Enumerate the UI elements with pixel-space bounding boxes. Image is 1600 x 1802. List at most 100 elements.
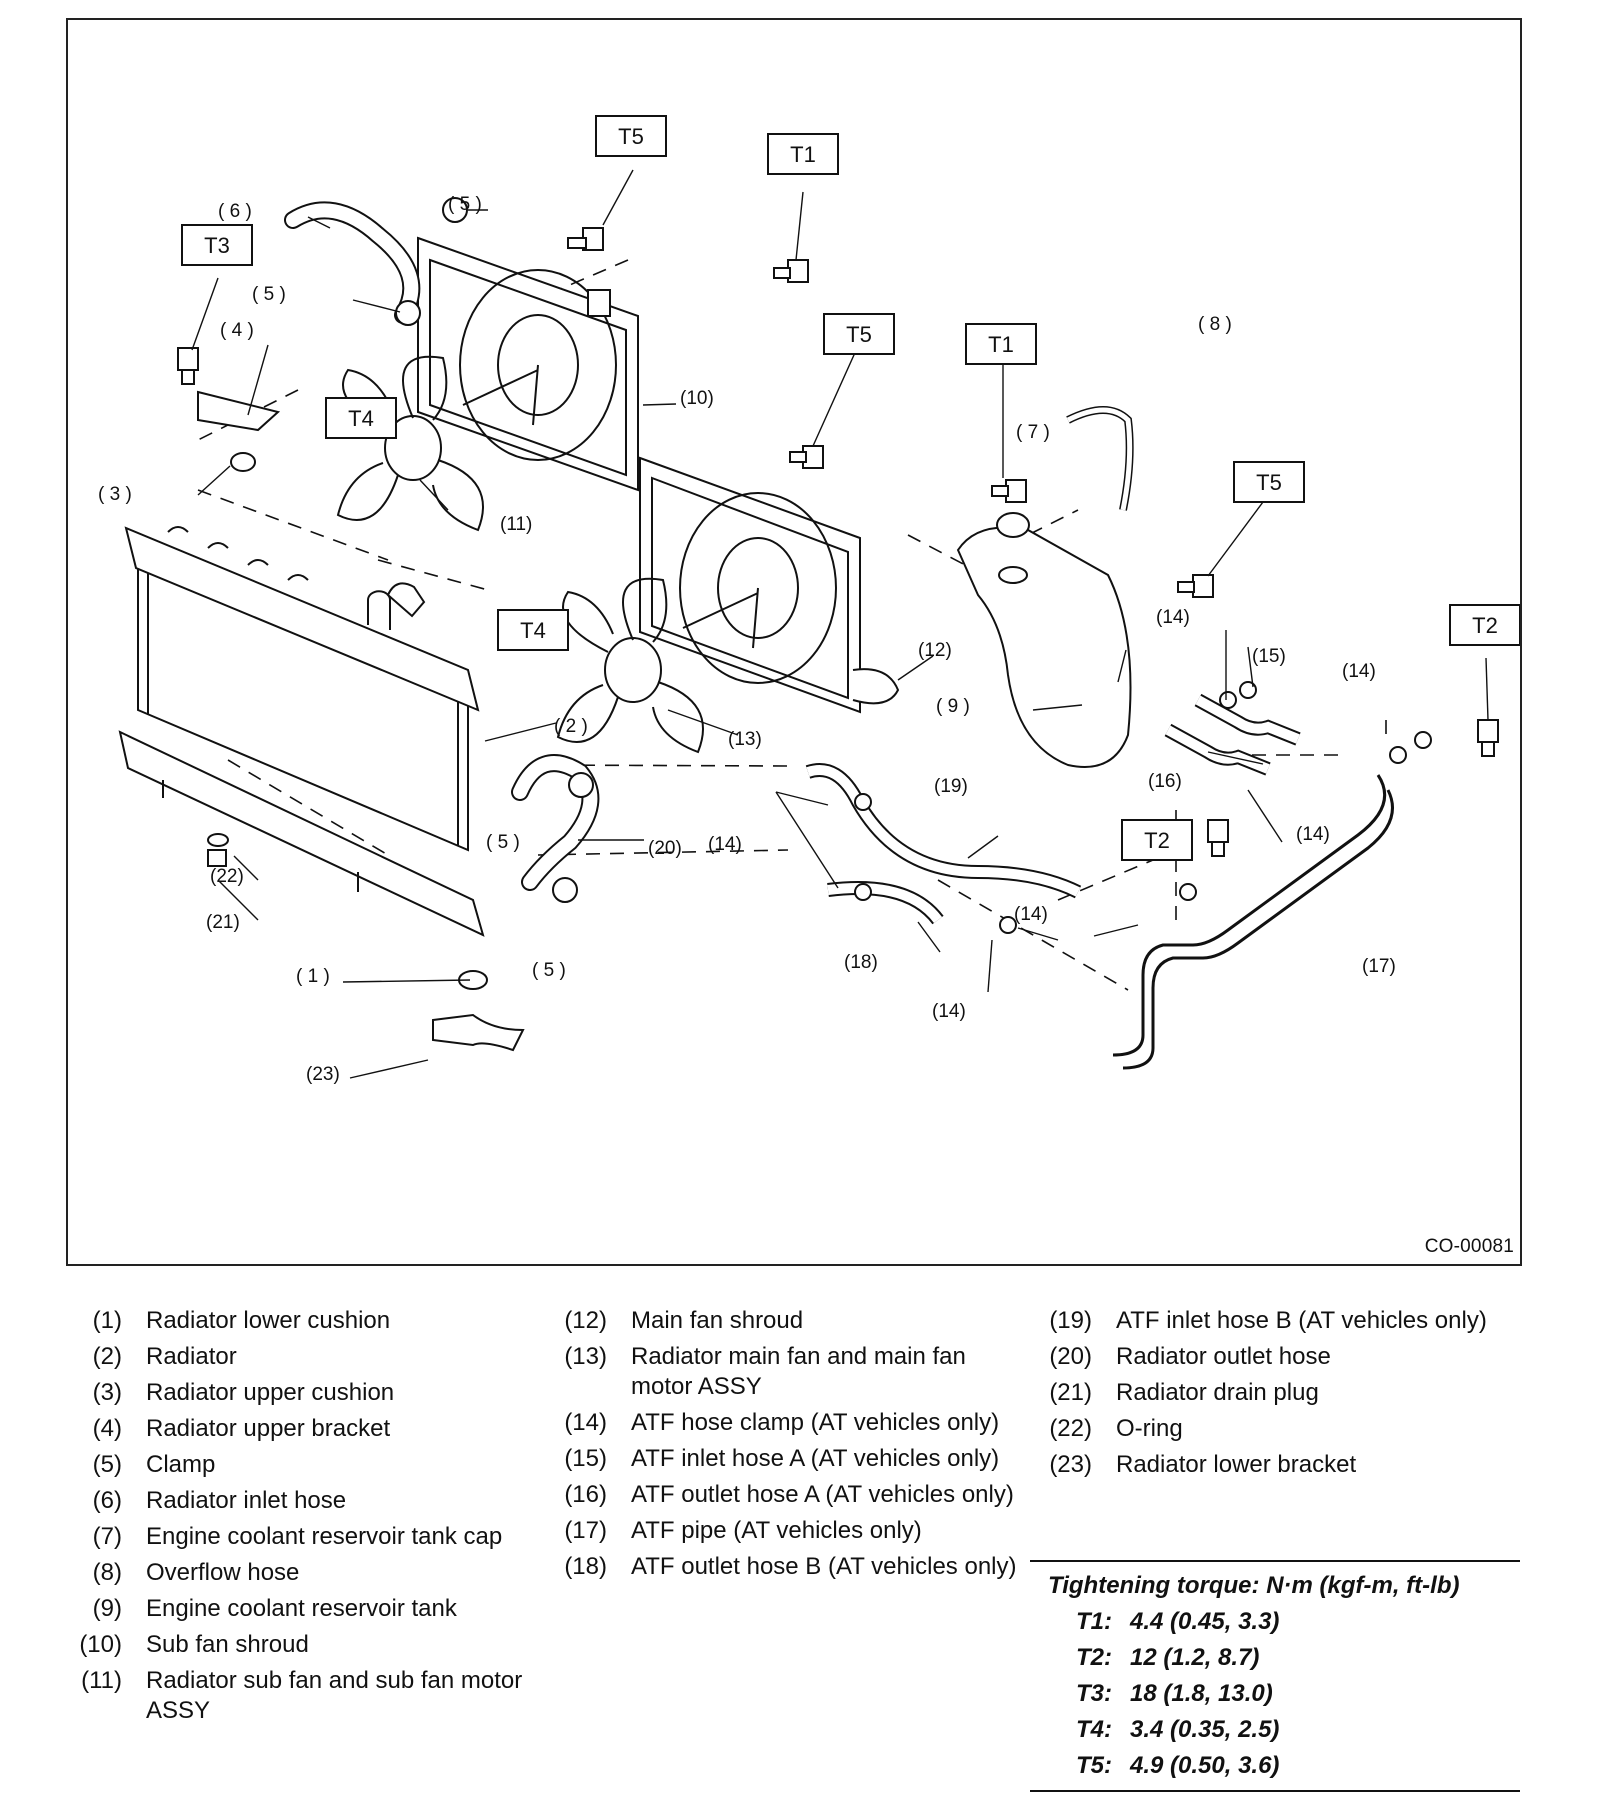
exploded-diagram-frame: T5 T1 T3 T4 T5 T1 T5 T4 (66, 18, 1522, 1266)
legend-item-description: Radiator sub fan and sub fan motor ASSY (146, 1667, 523, 1724)
legend-item-description: Engine coolant reservoir tank (146, 1595, 457, 1622)
callout-14e: (14) (1014, 904, 1048, 925)
svg-text:T5: T5 (1256, 470, 1282, 495)
callout-2: ( 2 ) (554, 716, 588, 737)
torque-table-rows: T1:4.4 (0.45, 3.3)T2:12 (1.2, 8.7)T3:18 … (1030, 1604, 1520, 1784)
legend-item: (5) Clamp (70, 1447, 540, 1483)
parts-legend-column-1: (1)Radiator lower cushion(2)Radiator(3)R… (70, 1303, 540, 1729)
tightening-torque-table: Tightening torque: N·m (kgf-m, ft-lb) T1… (1030, 1560, 1520, 1792)
torque-tag-t1-a: T1 (767, 133, 839, 175)
legend-item-description: ATF inlet hose B (AT vehicles only) (1116, 1307, 1487, 1334)
legend-item: (7) Engine coolant reservoir tank cap (70, 1519, 540, 1555)
parts-legend-column-2: (12)Main fan shroud(13)Radiator main fan… (555, 1303, 1025, 1585)
legend-item: (15)ATF inlet hose A (AT vehicles only) (555, 1441, 1025, 1477)
legend-item-number: (13) (564, 1343, 607, 1370)
legend-item-number: (2) (92, 1343, 122, 1370)
svg-text:T5: T5 (618, 124, 644, 149)
legend-item: (23)Radiator lower bracket (1040, 1447, 1510, 1483)
torque-tag-t4-a: T4 (325, 397, 397, 439)
legend-item-number: (1) (92, 1307, 122, 1334)
main-fan-shroud-part (639, 456, 900, 714)
legend-item: (14) ATF hose clamp (AT vehicles only) (555, 1405, 1025, 1441)
legend-item-number: (14) (564, 1409, 607, 1436)
legend-item-description: Radiator lower cushion (146, 1307, 391, 1334)
legend-item: (6)Radiator inlet hose (70, 1483, 540, 1519)
legend-item: (21) Radiator drain plug (1040, 1375, 1510, 1411)
svg-text:T3: T3 (204, 233, 230, 258)
callout-21: (21) (206, 912, 240, 933)
torque-tag-t5-b: T5 (823, 313, 895, 355)
legend-item: (8)Overflow hose (70, 1555, 540, 1591)
legend-item-number: (10) (79, 1631, 122, 1658)
torque-table-title: Tightening torque: N·m (kgf-m, ft-lb) (1048, 1572, 1460, 1599)
callout-10: (10) (680, 388, 714, 409)
callout-13: (13) (728, 729, 762, 750)
legend-item: (10)Sub fan shroud (70, 1627, 540, 1663)
legend-item-number: (8) (92, 1559, 122, 1586)
legend-item-number: (11) (81, 1667, 122, 1694)
torque-row: T4:3.4 (0.35, 2.5) (1030, 1712, 1520, 1748)
callout-14b: (14) (1342, 661, 1376, 682)
torque-value: 4.9 (0.50, 3.6) (1130, 1752, 1280, 1779)
callout-17: (17) (1362, 956, 1396, 977)
legend-item-number: (6) (92, 1487, 122, 1514)
radiator-inlet-hose-part (284, 201, 421, 324)
legend-item-description: Radiator outlet hose (1116, 1343, 1331, 1370)
legend-item-description: ATF outlet hose B (AT vehicles only) (631, 1553, 1017, 1580)
callout-1: ( 1 ) (296, 966, 330, 987)
callout-12: (12) (918, 640, 952, 661)
torque-tag: T2: (1076, 1644, 1112, 1671)
legend-item-description: Clamp (146, 1451, 216, 1478)
callout-14d: (14) (708, 834, 742, 855)
torque-value: 12 (1.2, 8.7) (1130, 1644, 1260, 1671)
torque-tag-t2-b: T2 (1121, 819, 1193, 861)
legend-item-number: (7) (92, 1523, 122, 1550)
callout-3: ( 3 ) (98, 484, 132, 505)
callout-19: (19) (934, 776, 968, 797)
callout-16: (16) (1148, 771, 1182, 792)
legend-item-number: (21) (1049, 1379, 1092, 1406)
callout-5b: ( 5 ) (252, 284, 286, 305)
torque-tag: T1: (1076, 1608, 1112, 1635)
legend-item-number: (3) (92, 1379, 122, 1406)
torque-row: T5:4.9 (0.50, 3.6) (1030, 1748, 1520, 1784)
callout-5a: ( 5 ) (448, 194, 482, 215)
legend-item-description: Radiator lower bracket (1116, 1451, 1357, 1478)
legend-item: (18) ATF outlet hose B (AT vehicles only) (555, 1549, 1025, 1585)
svg-text:T2: T2 (1472, 613, 1498, 638)
svg-text:T2: T2 (1144, 828, 1170, 853)
legend-item-description: Radiator drain plug (1116, 1379, 1319, 1406)
cooling-system-exploded-diagram: T5 T1 T3 T4 T5 T1 T5 T4 (98, 115, 1520, 1085)
radiator-part (118, 526, 485, 937)
legend-item-number: (22) (1049, 1415, 1092, 1442)
torque-row: T2: 12 (1.2, 8.7) (1030, 1640, 1520, 1676)
torque-tag-t4-b: T4 (497, 609, 569, 651)
legend-item-number: (17) (564, 1517, 607, 1544)
torque-tag-boxes: T5 T1 T3 T4 T5 T1 T5 T4 (181, 115, 1520, 861)
legend-item-description: Radiator main fan and main fan motor ASS… (631, 1343, 966, 1400)
legend-item-number: (5) (92, 1451, 122, 1478)
legend-item: (11) Radiator sub fan and sub fan motor A… (70, 1663, 540, 1729)
legend-item: (1) Radiator lower cushion (70, 1303, 540, 1339)
legend-item-description: Engine coolant reservoir tank cap (146, 1523, 503, 1550)
legend-item-number: (12) (564, 1307, 607, 1334)
legend-item: (19)ATF inlet hose B (AT vehicles only) (1040, 1303, 1510, 1339)
svg-text:T4: T4 (348, 406, 374, 431)
callout-14c: (14) (1296, 824, 1330, 845)
torque-tag-t1-b: T1 (965, 323, 1037, 365)
callout-20: (20) (648, 838, 682, 859)
legend-item-number: (15) (564, 1445, 607, 1472)
legend-item-description: Radiator upper cushion (146, 1379, 395, 1406)
legend-item: (20)Radiator outlet hose (1040, 1339, 1510, 1375)
legend-item-number: (18) (564, 1553, 607, 1580)
callout-5c: ( 5 ) (486, 832, 520, 853)
legend-item: (3) Radiator upper cushion (70, 1375, 540, 1411)
legend-item: (16)ATF outlet hose A (AT vehicles only) (555, 1477, 1025, 1513)
callout-4: ( 4 ) (220, 320, 254, 341)
legend-item: (9)Engine coolant reservoir tank (70, 1591, 540, 1627)
fasteners-group (177, 197, 1499, 1052)
legend-item-description: ATF hose clamp (AT vehicles only) (631, 1409, 1000, 1436)
torque-tag-t5-c: T5 (1233, 461, 1305, 503)
callout-6: ( 6 ) (218, 201, 252, 222)
callout-11: (11) (500, 514, 532, 535)
